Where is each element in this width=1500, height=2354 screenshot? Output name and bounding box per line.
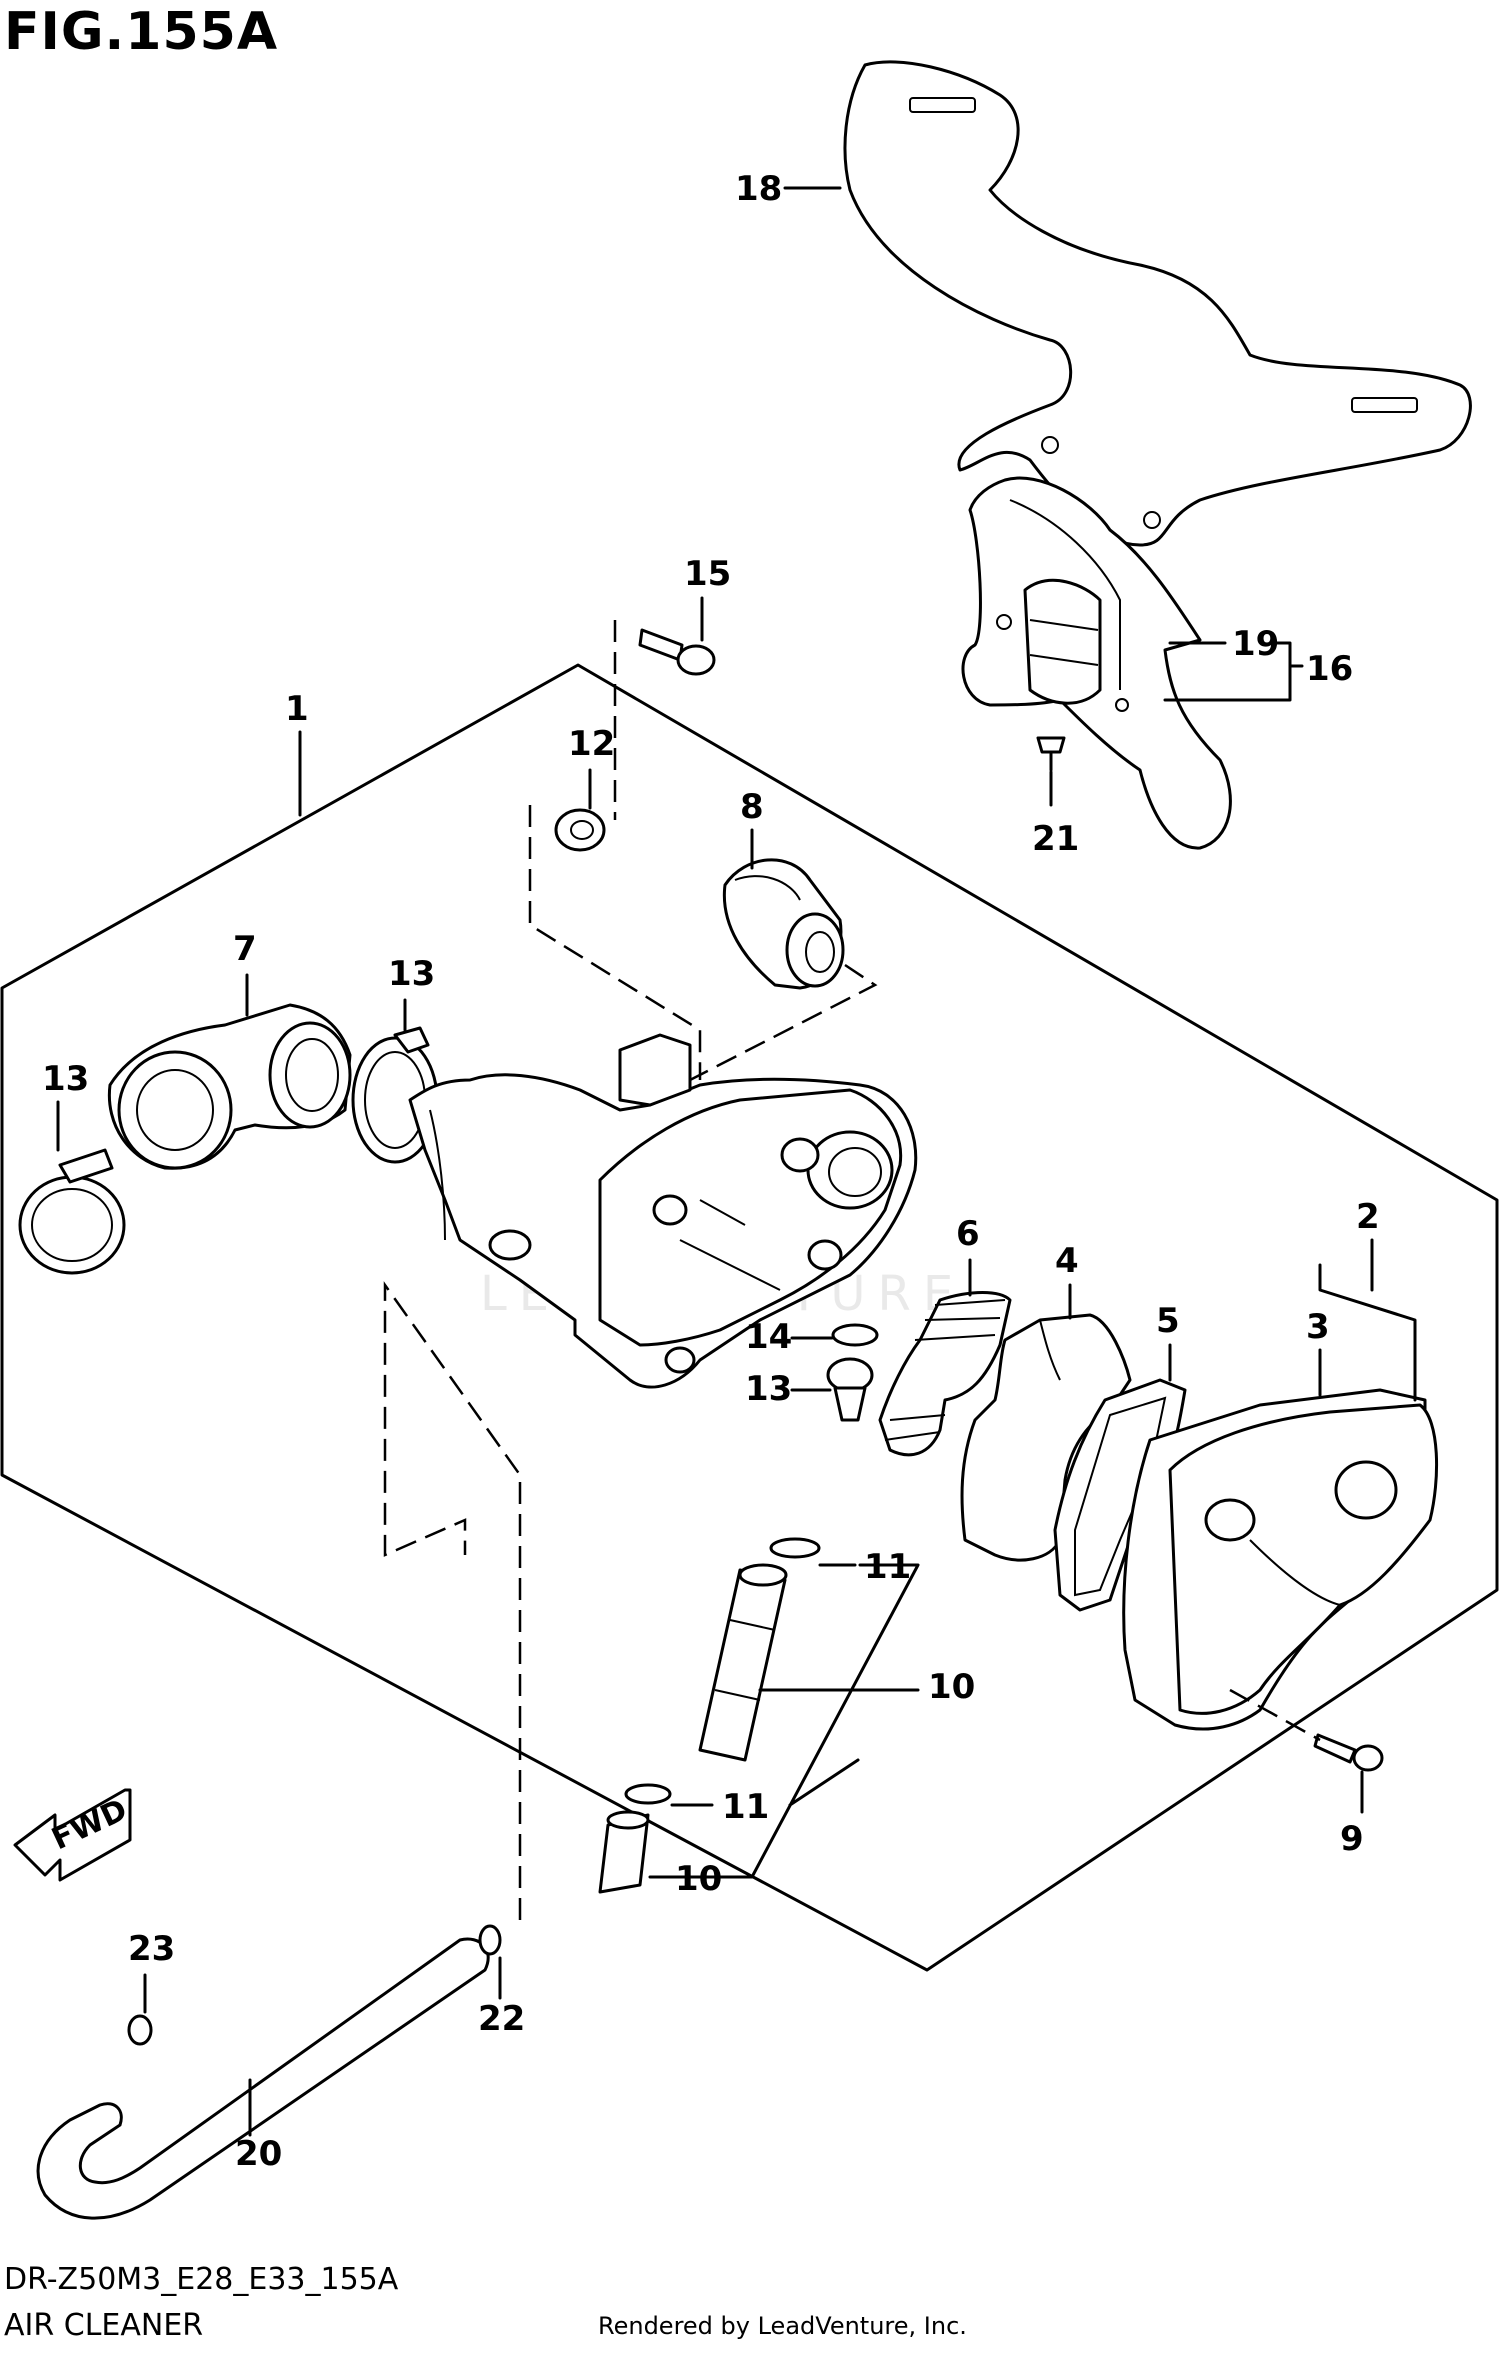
- callout-7: 7: [233, 929, 257, 969]
- callout-8: 8: [740, 787, 764, 827]
- fwd-direction-arrow: FWD: [13, 1788, 133, 1882]
- callout-6: 6: [956, 1214, 980, 1254]
- figure-title: FIG.155A: [4, 2, 279, 62]
- part-9-drain-tube: [698, 1563, 788, 1762]
- dashed-guide-14: [1229, 1688, 1321, 1742]
- part-21-clip: [1036, 736, 1066, 772]
- callout-10: 10: [675, 1859, 722, 1899]
- part-20-heat-shield: [843, 60, 1472, 547]
- callout-23: 22: [478, 1999, 525, 2039]
- air-cleaner-case: [408, 1033, 918, 1389]
- part-4-filter-element: [960, 1313, 1132, 1562]
- part-12-grommet: [554, 808, 606, 852]
- part-15-drain-cap: [826, 1357, 874, 1422]
- callout-20: 18: [735, 169, 782, 209]
- callout-2: 2: [1356, 1197, 1380, 1237]
- callout-21: 21: [1032, 819, 1079, 859]
- leader-10-group: [648, 1563, 920, 1879]
- model-code: DR-Z50M3_E28_E33_155A: [4, 2262, 399, 2297]
- callout-5: 5: [1156, 1301, 1180, 1341]
- leader-18: [1163, 641, 1304, 702]
- callout-3: 3: [1306, 1307, 1330, 1347]
- callout-17: 15: [684, 554, 731, 594]
- part-10-drain-plug: [598, 1810, 650, 1894]
- callout-14: 9: [1340, 1819, 1364, 1859]
- part-7-intake-tube: [107, 1003, 352, 1170]
- part-18-19-shield-assembly: [961, 476, 1232, 850]
- callout-16: 14: [745, 1317, 792, 1357]
- part-5-gasket: [1053, 1378, 1187, 1612]
- render-credit: Rendered by LeadVenture, Inc.: [598, 2312, 967, 2340]
- part-2-3-cover: [1122, 1388, 1439, 1731]
- callout-12: 12: [568, 724, 615, 764]
- part-11-clip-lower: [624, 1783, 672, 1805]
- callout-1: 1: [285, 689, 309, 729]
- dashed-guide-8: [689, 963, 878, 1082]
- leader-2: [1318, 1238, 1417, 1402]
- callout-4: 4: [1055, 1241, 1079, 1281]
- callout-18: 16: [1306, 649, 1353, 689]
- part-6-element-mesh: [878, 1291, 1012, 1457]
- section-name: AIR CLEANER: [4, 2308, 204, 2343]
- part-13-clamp-left: [18, 1148, 126, 1275]
- callout-13-left: 13: [42, 1059, 89, 1099]
- callout-11-upper: 11: [864, 1547, 911, 1587]
- part-8-plug: [722, 858, 845, 990]
- callout-24: 23: [128, 1929, 175, 1969]
- dashed-guide-23: [383, 1281, 522, 1920]
- part-17-bolt: [638, 628, 716, 676]
- part-22-breather-hose: [36, 1937, 490, 2220]
- part-23-clip: [478, 1924, 502, 1956]
- callout-13-right: 13: [388, 954, 435, 994]
- part-13-clamp-right: [351, 1026, 439, 1164]
- callout-11-lower: 11: [722, 1787, 769, 1827]
- callout-22: 20: [235, 2134, 282, 2174]
- callout-15: 13: [745, 1369, 792, 1409]
- part-1-outline: [0, 663, 1499, 1972]
- part-14-screw: [1313, 1733, 1384, 1772]
- part-16-oring: [831, 1323, 879, 1347]
- part-24-clip: [127, 2014, 153, 2046]
- part-11-clip-upper: [769, 1537, 821, 1559]
- callout-9: 10: [928, 1667, 975, 1707]
